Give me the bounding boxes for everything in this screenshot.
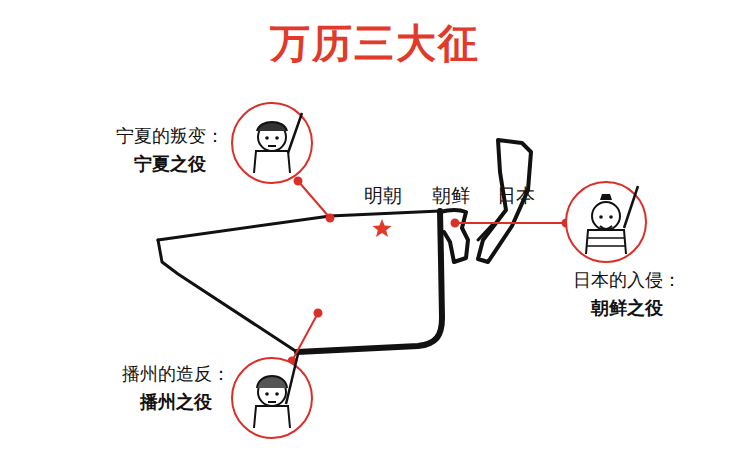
japan-island xyxy=(478,225,492,240)
capital-star xyxy=(373,219,392,237)
rebel-figure xyxy=(232,354,312,438)
callout-heading: 日本的入侵： xyxy=(573,270,681,291)
china-border-north xyxy=(158,211,440,240)
leader-line xyxy=(298,181,330,218)
leader-line xyxy=(455,222,566,224)
leader-lines xyxy=(289,178,570,365)
campaign-name: 朝鲜之役 xyxy=(591,298,663,319)
leader-dot xyxy=(452,220,459,227)
callout-heading: 播州的造反： xyxy=(122,364,230,385)
map-outline xyxy=(158,140,531,352)
country-name: 日本 xyxy=(497,185,535,207)
country-name: 朝鲜 xyxy=(432,185,470,207)
page-title: 万历三大征 xyxy=(270,20,480,66)
leader-dot xyxy=(295,178,302,185)
leader-dot xyxy=(315,310,322,317)
leader-dot xyxy=(327,215,334,222)
callout-heading: 宁夏的叛变： xyxy=(116,126,224,147)
rebel-figure xyxy=(232,103,312,183)
campaign-name: 宁夏之役 xyxy=(134,154,206,175)
china-border-west xyxy=(158,240,297,352)
samurai-figure xyxy=(566,182,646,262)
country-name: 明朝 xyxy=(364,185,402,207)
korea-outline xyxy=(440,210,468,262)
campaign-name: 播州之役 xyxy=(140,392,212,413)
leader-line xyxy=(292,313,318,361)
china-coast xyxy=(297,211,442,352)
